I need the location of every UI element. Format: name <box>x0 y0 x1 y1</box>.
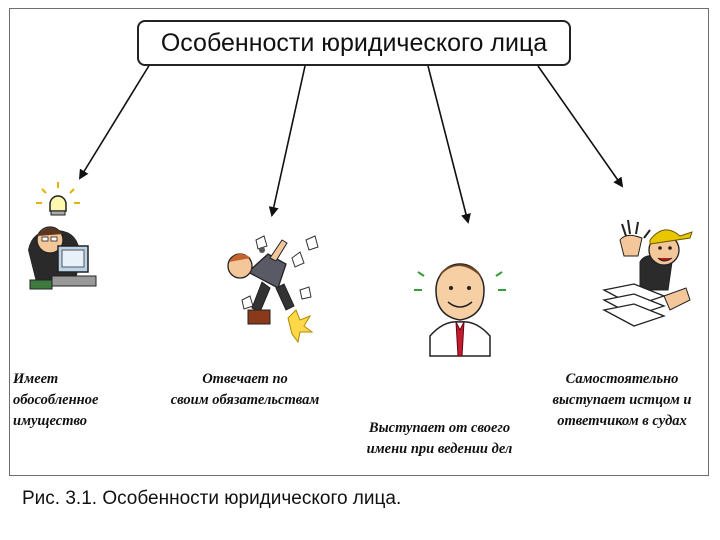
figure-caption: Рис. 3.1. Особенности юридического лица. <box>22 488 402 509</box>
worker-at-desk-icon <box>28 182 97 290</box>
arrow-to-feature-2 <box>268 65 306 217</box>
arrow-to-feature-1 <box>78 63 151 180</box>
arrow-to-feature-4 <box>537 65 624 188</box>
diagram-frame <box>9 8 709 476</box>
man-in-tie-icon <box>414 263 506 357</box>
arrow-to-feature-3 <box>427 65 471 224</box>
feature-label-1: Имеет обособленное имущество <box>13 371 99 429</box>
feature-label-2: Отвечает по своим обязательствам <box>170 371 320 408</box>
man-with-documents-icon <box>602 219 693 327</box>
feature-label-3: Выступает от своего имени при ведении де… <box>366 420 513 457</box>
diagram-title: Особенности юридического лица <box>137 20 571 66</box>
falling-man-papers-icon <box>227 235 319 344</box>
feature-label-4: Самостоятельно выступает истцом и ответч… <box>552 371 692 429</box>
